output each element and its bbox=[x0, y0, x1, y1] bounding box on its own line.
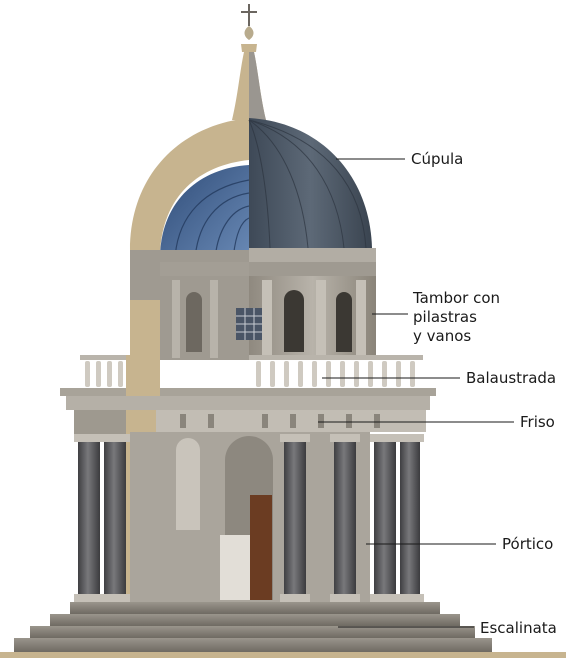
label-tambor-line1: Tambor con bbox=[413, 289, 501, 307]
portico-columns bbox=[74, 434, 424, 602]
cross bbox=[241, 4, 257, 26]
label-cupula: Cúpula bbox=[411, 150, 464, 168]
label-portico: Pórtico bbox=[502, 535, 554, 553]
lantern bbox=[232, 26, 266, 120]
label-friso: Friso bbox=[520, 413, 555, 431]
altar bbox=[220, 535, 250, 600]
label-tambor-line2: pilastras bbox=[413, 308, 477, 326]
dome-interior bbox=[160, 165, 249, 262]
dome-exterior bbox=[249, 118, 372, 248]
label-tambor: Tambor con pilastras y vanos bbox=[413, 289, 500, 346]
label-tambor-line3: y vanos bbox=[413, 327, 472, 345]
label-balaustrada: Balaustrada bbox=[466, 369, 557, 387]
drum bbox=[130, 248, 376, 360]
frieze bbox=[66, 396, 430, 436]
side-niche bbox=[176, 438, 200, 530]
door bbox=[250, 495, 272, 600]
leader-lines bbox=[318, 158, 514, 628]
steps bbox=[0, 602, 566, 658]
label-escalinata: Escalinata bbox=[480, 619, 557, 637]
